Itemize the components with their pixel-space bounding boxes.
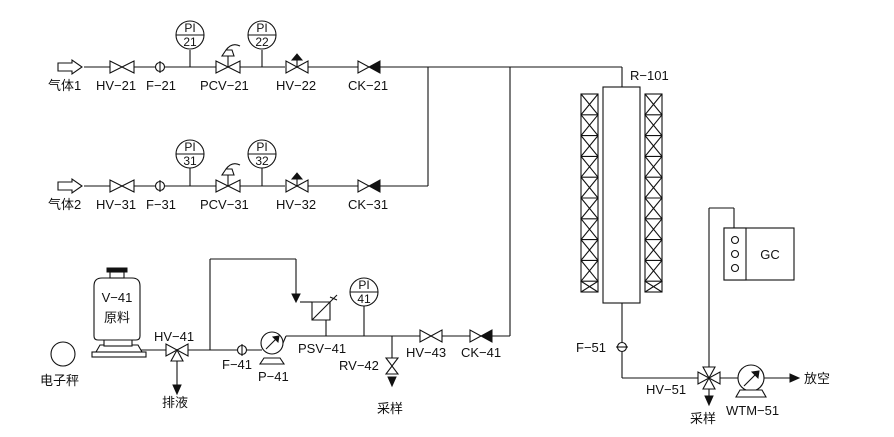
gate-valve-hv21[interactable]	[109, 60, 135, 74]
arrow-head	[387, 376, 397, 388]
label-rv42: RV−42	[339, 358, 379, 373]
pressure-indicator-pi41[interactable]: PI 41	[349, 277, 379, 307]
label-scale: 电子秤	[40, 373, 79, 388]
label-ck31: CK−31	[348, 197, 388, 212]
filter-f21[interactable]	[154, 61, 166, 73]
label-hv43: HV−43	[406, 345, 446, 360]
arrow-head	[172, 384, 182, 396]
gate-valve-hv22[interactable]	[285, 53, 309, 74]
label-f51: F−51	[576, 340, 606, 355]
label-pcv31: PCV−31	[200, 197, 249, 212]
label-psv41: PSV−41	[298, 341, 346, 356]
svg-text:V−41: V−41	[102, 290, 133, 305]
gate-valve-hv32[interactable]	[285, 172, 309, 193]
label-sample1: 采样	[377, 401, 403, 416]
pressure-indicator-pi22[interactable]: PI 22	[247, 20, 277, 50]
process-lines	[84, 50, 790, 398]
arrow-head	[704, 395, 714, 407]
label-sample2: 采样	[690, 411, 716, 426]
check-valve-ck41[interactable]	[469, 329, 493, 343]
label-r101: R−101	[630, 68, 669, 83]
inlet-arrow-gas1	[57, 58, 83, 76]
svg-text:PI: PI	[358, 278, 369, 292]
svg-text:21: 21	[183, 35, 197, 49]
svg-text:PI: PI	[184, 140, 195, 154]
arrow-head	[789, 373, 801, 383]
label-vent: 放空	[804, 371, 830, 386]
svg-text:PI: PI	[184, 21, 195, 35]
gate-valve-hv31[interactable]	[109, 179, 135, 193]
label-hv41: HV−41	[154, 329, 194, 344]
filter-f51[interactable]	[616, 341, 628, 353]
three-way-valve-hv41[interactable]	[165, 343, 189, 362]
control-valve-pcv21[interactable]	[215, 44, 241, 74]
label-f41: F−41	[222, 357, 252, 372]
label-hv22: HV−22	[276, 78, 316, 93]
label-ck21: CK−21	[348, 78, 388, 93]
svg-text:GC: GC	[760, 247, 780, 262]
pump-p41[interactable]	[258, 331, 287, 365]
arrow-head	[291, 293, 301, 304]
check-valve-ck31[interactable]	[357, 179, 381, 193]
feed-tank-v41[interactable]: V−41 原料	[91, 267, 147, 358]
label-hv51: HV−51	[646, 382, 686, 397]
svg-text:32: 32	[255, 154, 269, 168]
svg-text:22: 22	[255, 35, 269, 49]
label-f21: F−21	[146, 78, 176, 93]
label-ck41: CK−41	[461, 345, 501, 360]
pressure-indicator-pi32[interactable]: PI 32	[247, 139, 277, 169]
label-f31: F−31	[146, 197, 176, 212]
safety-valve-psv41[interactable]	[300, 294, 338, 321]
label-gas1: 气体1	[48, 78, 81, 93]
svg-text:31: 31	[183, 154, 197, 168]
filter-f31[interactable]	[154, 180, 166, 192]
tag-labels: 气体1 HV−21 F−21 PCV−21 HV−22 CK−21 气体2 HV…	[40, 68, 830, 426]
label-wtm51: WTM−51	[726, 403, 779, 418]
label-drain: 排液	[162, 395, 188, 410]
label-gas2: 气体2	[48, 197, 81, 212]
reactor-r101[interactable]	[580, 86, 663, 304]
label-hv32: HV−32	[276, 197, 316, 212]
filter-f41[interactable]	[236, 344, 248, 356]
label-p41: P−41	[258, 369, 289, 384]
control-valve-pcv31[interactable]	[215, 163, 241, 193]
svg-text:PI: PI	[256, 21, 267, 35]
wet-test-meter-wtm51[interactable]	[735, 364, 767, 398]
pressure-indicator-pi21[interactable]: PI 21	[175, 20, 205, 50]
gate-valve-hv43[interactable]	[419, 329, 443, 343]
gas-chromatograph-gc[interactable]: GC	[723, 227, 795, 281]
label-pcv21: PCV−21	[200, 78, 249, 93]
relief-valve-rv42[interactable]	[384, 357, 400, 375]
label-hv31: HV−31	[96, 197, 136, 212]
svg-text:原料: 原料	[104, 310, 130, 325]
flow-arrows	[57, 58, 801, 407]
three-way-valve-hv51[interactable]	[697, 366, 721, 390]
svg-text:PI: PI	[256, 140, 267, 154]
check-valve-ck21[interactable]	[357, 60, 381, 74]
electronic-scale[interactable]	[50, 341, 76, 367]
svg-text:41: 41	[357, 292, 371, 306]
pressure-indicator-pi31[interactable]: PI 31	[175, 139, 205, 169]
label-hv21: HV−21	[96, 78, 136, 93]
inlet-arrow-gas2	[57, 177, 83, 195]
